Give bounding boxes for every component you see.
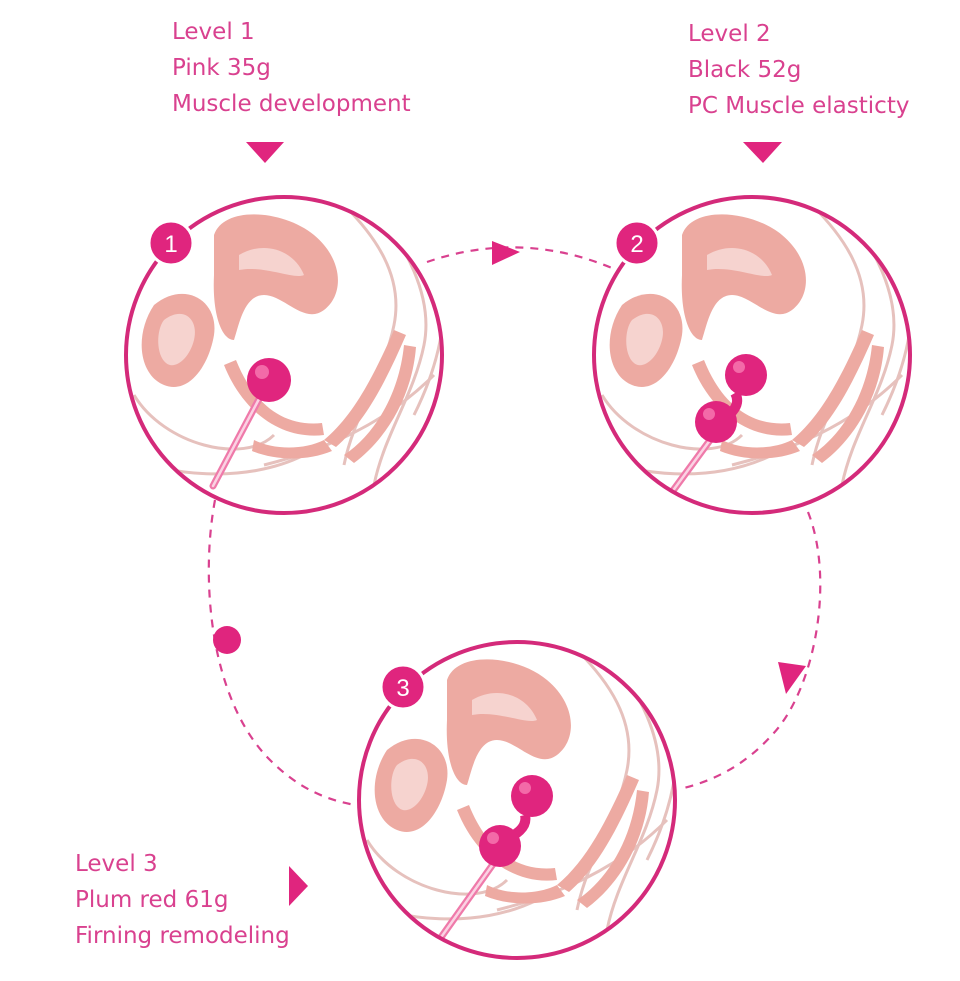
stage-1-label: Level 1 Pink 35g Muscle development	[172, 14, 411, 122]
stage-1-number: 1	[164, 231, 177, 258]
arc-3-to-1	[207, 499, 356, 807]
stage-3-label: Level 3 Plum red 61g Firning remodeling	[75, 846, 290, 954]
arrow-down-right-icon	[778, 662, 806, 694]
arrow-icon	[492, 241, 520, 265]
pointer-down-icon-2	[743, 142, 782, 163]
stage-2-purpose: PC Muscle elasticty	[688, 93, 910, 119]
stage-3-illustration	[357, 640, 677, 960]
stage-3-level: Level 3	[75, 851, 158, 877]
stage-3-number-badge: 3	[379, 663, 427, 711]
stage-3-purpose: Firning remodeling	[75, 923, 290, 949]
cycle-path	[207, 246, 822, 807]
arc-2-to-3	[683, 511, 822, 790]
stage-2-label: Level 2 Black 52g PC Muscle elasticty	[688, 16, 909, 124]
stage-2-number-badge: 2	[613, 219, 661, 267]
stage-1-number-badge: 1	[147, 219, 195, 267]
stage-3-weight: Plum red 61g	[75, 887, 229, 913]
stage-1-purpose: Muscle development	[172, 91, 411, 117]
stage-1-level: Level 1	[172, 19, 255, 45]
stage-2-weight: Black 52g	[688, 57, 802, 83]
stage-2-number: 2	[630, 231, 643, 258]
stage-1-weight: Pink 35g	[172, 55, 271, 81]
stage-2-illustration	[592, 195, 912, 515]
arc-1-to-2	[426, 246, 613, 270]
cycle-dot-icon	[213, 626, 241, 654]
stage-1-illustration	[124, 195, 444, 515]
stage-3-number: 3	[396, 675, 409, 702]
pointer-down-icon-1	[246, 142, 284, 163]
stage-2-level: Level 2	[688, 21, 771, 47]
pointer-right-icon-3	[289, 866, 308, 906]
